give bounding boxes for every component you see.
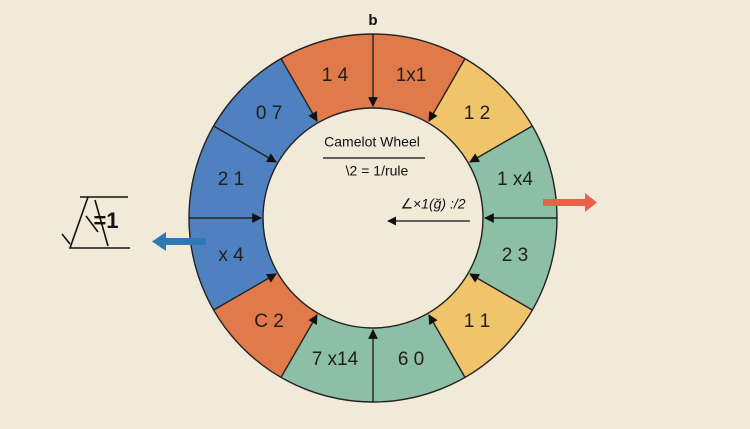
segment-divider-arrow (213, 125, 277, 163)
segment-label: x 4 (218, 245, 244, 266)
segment-label: 7 x14 (312, 349, 359, 370)
wheel-segment (428, 273, 533, 378)
segment-divider-arrow (428, 58, 466, 122)
wheel-segment (189, 126, 278, 218)
segment-label: 1 4 (322, 65, 349, 86)
wheel-segment (281, 34, 373, 123)
center-disc (263, 108, 483, 328)
right-red-arrow (543, 193, 597, 212)
segment-label: 1 2 (464, 103, 490, 124)
segment-arrows (189, 34, 557, 402)
wheel-segment (468, 218, 557, 310)
wheel-segment (281, 313, 373, 402)
segment-divider-arrow (469, 273, 533, 311)
segment-label: 2 3 (502, 245, 528, 266)
left-blue-arrow (152, 232, 206, 251)
left-label: =1 (93, 208, 118, 233)
wheel-ring (189, 34, 557, 402)
segment-label: 1 1 (464, 311, 490, 332)
segment-label: 1 x4 (497, 169, 533, 190)
center-title: Camelot Wheel (324, 134, 420, 150)
wheel-segment (213, 273, 318, 378)
segment-divider-arrow (213, 273, 277, 311)
segment-label: C 2 (254, 311, 284, 332)
wheel-segment (189, 218, 278, 310)
segment-divider-arrow (280, 314, 318, 378)
segment-label: 6 0 (398, 349, 424, 370)
segment-divider-arrow (428, 314, 466, 378)
ring-outline (262, 107, 484, 329)
segment-divider-arrow (280, 58, 318, 122)
wheel-segment (373, 34, 465, 123)
wheel-segment (428, 58, 533, 164)
triangle-glyph-icon (61, 196, 130, 249)
wheel-segment (213, 58, 318, 164)
center-line-3: ∠×1(ğ) :/2 (400, 196, 465, 212)
wheel-segment (373, 313, 465, 402)
wheel-segment (468, 126, 557, 218)
segment-label: 2 1 (218, 169, 244, 190)
top-label: b (368, 12, 377, 29)
segment-divider-arrow (469, 125, 533, 163)
segment-label: 0 7 (256, 103, 282, 124)
center-line-2: \2 = 1/rule (346, 163, 409, 179)
segment-label: 1x1 (396, 65, 427, 86)
